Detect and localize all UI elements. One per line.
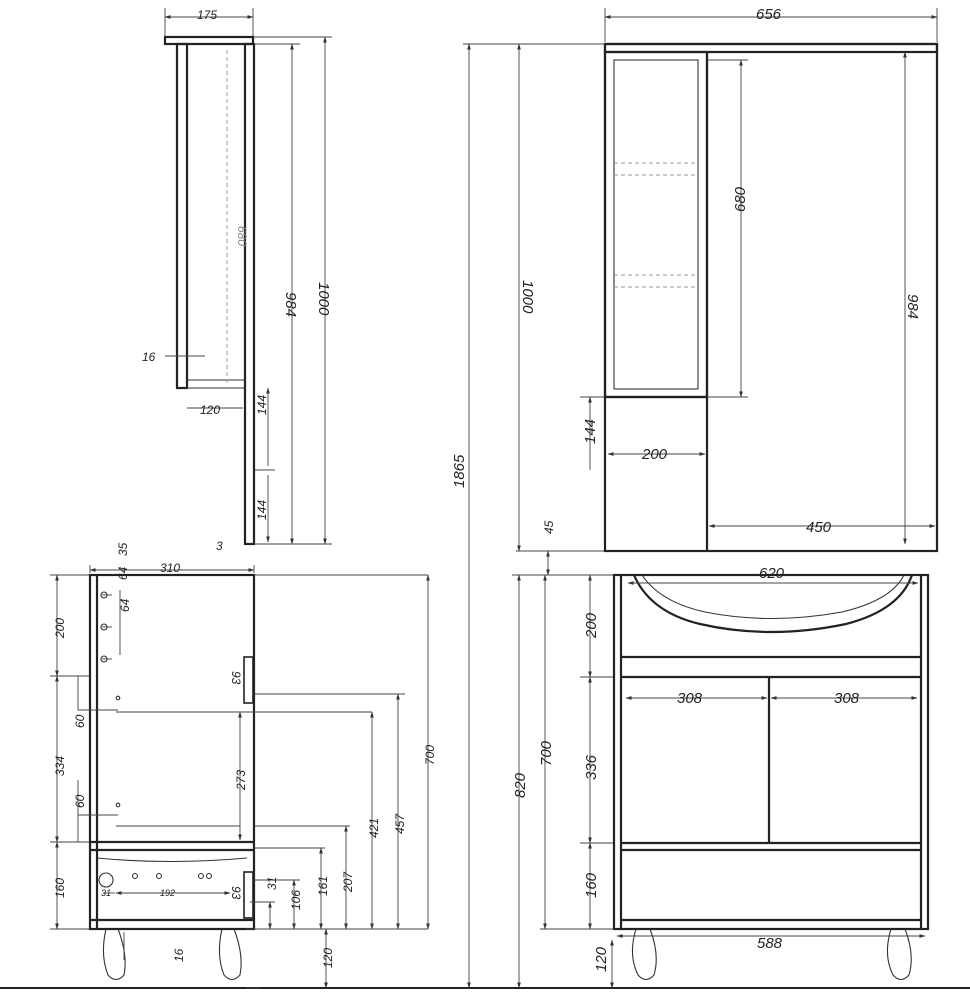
vanity-front-view (512, 573, 930, 989)
dim-mirror-front-shelf-height: 680 (732, 186, 749, 212)
dim-vanity-front-drawer-zone: 160 (583, 872, 600, 898)
dim-mirror-side-total-height: 1000 (315, 282, 332, 316)
dim-vanity-side-273: 273 (234, 770, 248, 791)
dim-vanity-side-31: 31 (265, 877, 279, 890)
dim-mirror-side-shelf-height: 680 (235, 226, 249, 246)
dim-vanity-side-spacing-upper: 60 (73, 714, 87, 728)
dim-vanity-front-door-left: 308 (677, 690, 703, 707)
dim-mirror-side-step-lower: 144 (255, 500, 269, 520)
dim-vanity-side-pipe-span: 192 (160, 888, 175, 898)
dim-vanity-side-handle-upper: 93 (229, 671, 243, 685)
dim-vanity-side-depth: 310 (160, 561, 180, 575)
mirror-side-body (175, 42, 189, 390)
vanity-side-outline (88, 573, 256, 931)
dim-mirror-front-mirror-width: 450 (806, 519, 832, 536)
mirror-top-cap (163, 35, 255, 46)
dim-mirror-side-body-height: 984 (282, 292, 299, 317)
dim-mirror-front-body-height: 984 (904, 294, 921, 319)
dim-vanity-side-457: 457 (393, 813, 407, 834)
dim-vanity-side-hole-gap-2: 64 (118, 598, 132, 612)
mirror-back-panel (243, 42, 256, 546)
dim-mirror-front-width: 656 (756, 6, 782, 23)
dim-vanity-front-leg-height: 120 (593, 946, 610, 972)
vanity-side-view (50, 565, 430, 989)
dim-vanity-side-161: 161 (316, 876, 330, 896)
dim-mirror-side-step-upper: 144 (255, 395, 269, 415)
dim-vanity-side-pipe-small: 31 (101, 888, 111, 898)
dim-vanity-side-spacing-lower: 60 (73, 794, 87, 808)
dim-mirror-front-total-height: 1000 (519, 280, 536, 314)
dim-vanity-front-door-right: 308 (834, 690, 860, 707)
dim-vanity-front-leg-span: 588 (757, 935, 783, 952)
dim-mirror-front-gap-to-vanity: 45 (542, 520, 556, 534)
dimension-labels: 175 680 984 1000 16 120 144 144 3 656 68… (53, 6, 921, 972)
handle-upper (243, 656, 254, 704)
dim-vanity-front-door-zone: 336 (583, 754, 600, 780)
dim-mirror-side-gap: 3 (216, 539, 223, 553)
dim-mirror-side-depth: 175 (197, 8, 217, 22)
mirror-cabinet-outline (603, 42, 939, 553)
dim-vanity-front-basin-width: 620 (759, 565, 785, 582)
vanity-front-outline (612, 573, 930, 931)
dim-vanity-front-top-zone: 200 (583, 612, 600, 639)
dim-vanity-side-top-zone: 200 (53, 618, 67, 639)
dim-vanity-side-700: 700 (423, 745, 437, 765)
dim-vanity-side-207: 207 (341, 871, 355, 893)
mirror-side-view (163, 8, 332, 546)
dim-vanity-side-106: 106 (289, 890, 303, 910)
dim-vanity-front-total-height: 820 (512, 772, 529, 798)
handle-lower (243, 871, 254, 919)
dim-vanity-side-hole-gap-1: 64 (116, 566, 130, 580)
mirror-front-view (463, 8, 939, 989)
dim-vanity-side-door-zone: 334 (53, 756, 67, 776)
dim-vanity-side-handle-lower: 93 (229, 886, 243, 900)
dim-vanity-side-leg-width: 16 (172, 948, 186, 962)
basin-outline (632, 574, 914, 634)
dim-mirror-side-offset: 16 (142, 350, 156, 364)
dim-mirror-front-lower-section: 144 (582, 419, 599, 444)
dim-mirror-front-column-width: 200 (641, 446, 668, 463)
dim-vanity-front-body-height: 700 (538, 740, 555, 766)
mirror-column-shelf (603, 50, 709, 399)
dim-mirror-side-shelf-depth: 120 (200, 403, 220, 417)
dim-vanity-side-hole-top: 35 (116, 542, 130, 556)
dim-vanity-side-leg-height: 120 (321, 948, 335, 968)
dim-vanity-side-421: 421 (367, 818, 381, 838)
dim-overall-height: 1865 (451, 454, 468, 488)
dim-vanity-side-drawer-zone: 160 (53, 878, 67, 898)
mirror-top-cap-front (603, 42, 939, 54)
